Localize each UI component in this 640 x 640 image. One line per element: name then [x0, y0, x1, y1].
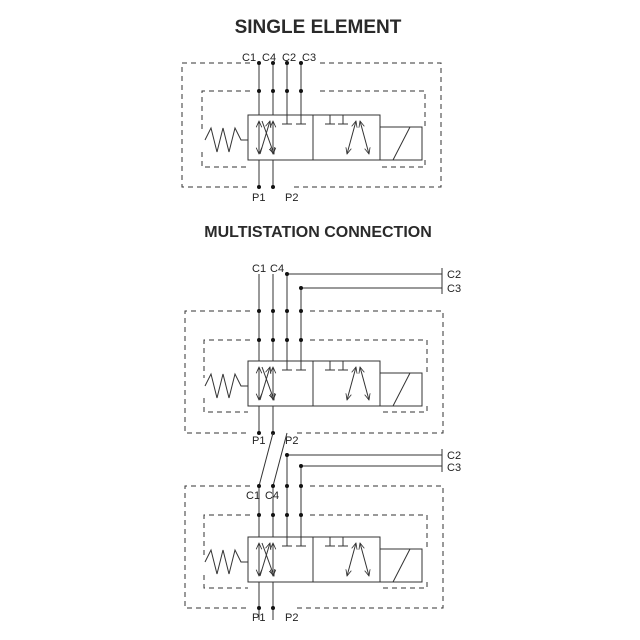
- port-c3-label: C3: [302, 52, 316, 64]
- station-interconnect: C2 C3: [258, 432, 461, 487]
- port-p1-label: P1: [252, 435, 265, 447]
- port-p2-label: P2: [285, 435, 298, 447]
- port-c4-label: C4: [270, 263, 284, 275]
- port-c1-label: C1: [246, 490, 260, 502]
- port-c2-label: C2: [447, 450, 461, 462]
- title-multistation-connection: MULTISTATION CONNECTION: [204, 224, 432, 241]
- port-c2-label: C2: [447, 269, 461, 281]
- valve-element: [205, 537, 422, 582]
- port-c2-label: C2: [282, 52, 296, 64]
- port-c4-label: C4: [262, 52, 276, 64]
- port-c4-label: C4: [265, 490, 279, 502]
- port-c1-label: C1: [252, 263, 266, 275]
- multistation-element-2: C1 C4 P1 P2: [184, 484, 444, 624]
- port-p1-label: P1: [252, 612, 265, 624]
- valve-element: [205, 115, 422, 160]
- port-p2-label: P2: [285, 612, 298, 624]
- port-p1-label: P1: [252, 192, 265, 204]
- port-c1-label: C1: [242, 52, 256, 64]
- port-c3-label: C3: [447, 462, 461, 474]
- title-single-element: SINGLE ELEMENT: [235, 17, 402, 38]
- multistation-element-1: C1 C4 C2 C3 P1 P2: [184, 263, 461, 447]
- port-c3-label: C3: [447, 283, 461, 295]
- valve-element: [205, 361, 422, 406]
- port-p2-label: P2: [285, 192, 298, 204]
- single-element-diagram: C1 C4 C2 C3 P1 P2: [181, 52, 442, 204]
